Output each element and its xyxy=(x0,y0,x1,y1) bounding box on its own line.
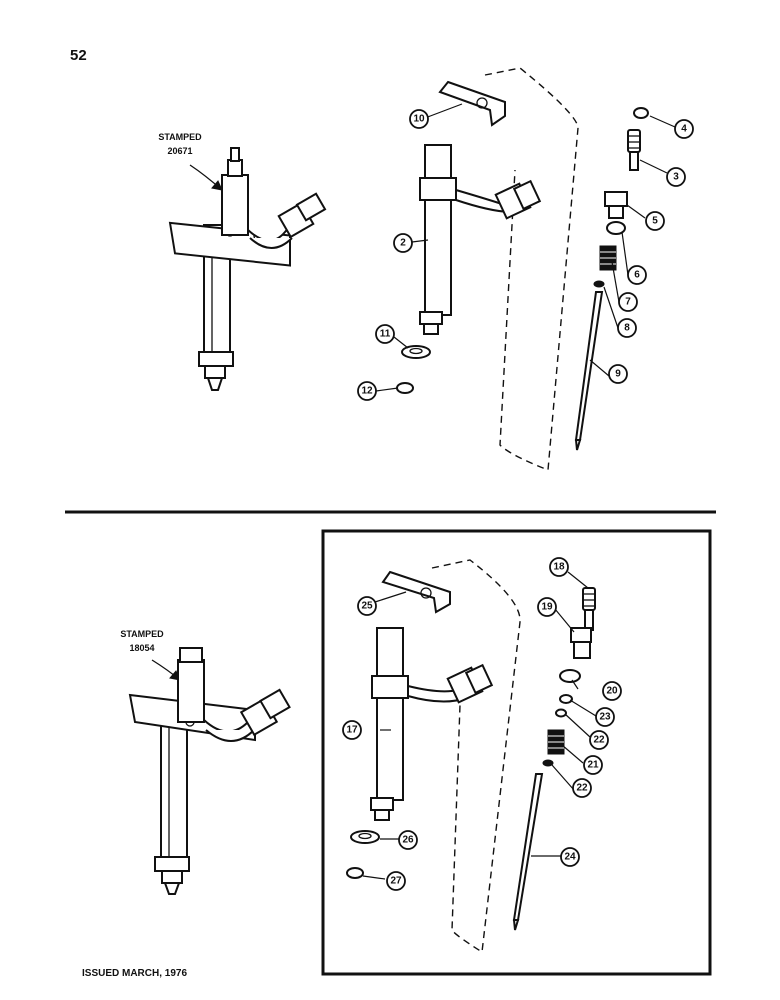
callout-18: 18 xyxy=(549,557,569,577)
part-22-shim-lower xyxy=(542,759,554,767)
part-25-bracket xyxy=(381,570,451,614)
svg-text:20: 20 xyxy=(606,686,618,697)
injector-assembly-bottom xyxy=(128,647,291,895)
svg-text:22: 22 xyxy=(576,783,588,794)
svg-text:25: 25 xyxy=(361,601,373,612)
callout-7: 7 xyxy=(618,292,638,312)
callout-20: 20 xyxy=(602,681,622,701)
part-17-injector-body xyxy=(370,627,494,821)
page-number: 52 xyxy=(70,47,87,64)
part-22-shim xyxy=(555,708,567,718)
svg-text:21: 21 xyxy=(587,760,599,771)
svg-text:19: 19 xyxy=(541,602,553,613)
part-18-spindle xyxy=(582,587,596,631)
part-26-washer xyxy=(350,830,380,844)
part-9-needle xyxy=(574,291,604,451)
top-kit-outline xyxy=(484,67,579,471)
svg-text:7: 7 xyxy=(625,297,631,308)
callout-2: 2 xyxy=(393,233,413,253)
callout-27: 27 xyxy=(386,871,406,891)
svg-text:12: 12 xyxy=(361,386,373,397)
part-21-spring xyxy=(547,729,565,755)
part-10-bracket xyxy=(438,80,506,127)
callout-12: 12 xyxy=(357,381,377,401)
callout-24: 24 xyxy=(560,847,580,867)
svg-text:18: 18 xyxy=(553,562,565,573)
bottom-stamp-label: STAMPED xyxy=(120,629,164,639)
svg-text:8: 8 xyxy=(624,323,630,334)
svg-text:9: 9 xyxy=(615,369,621,380)
issue-date-footer: ISSUED MARCH, 1976 xyxy=(82,968,187,979)
callout-22: 22 xyxy=(589,730,609,750)
callout-8: 8 xyxy=(617,318,637,338)
svg-text:4: 4 xyxy=(681,124,687,135)
part-11-washer xyxy=(401,345,431,359)
svg-text:26: 26 xyxy=(402,835,414,846)
callout-10: 10 xyxy=(409,109,429,129)
part-24-needle xyxy=(512,773,544,931)
svg-text:23: 23 xyxy=(599,712,611,723)
top-section: STAMPED 20671 xyxy=(158,67,694,471)
callout-19: 19 xyxy=(537,597,557,617)
part-6-ring xyxy=(606,221,626,235)
callout-26: 26 xyxy=(398,830,418,850)
callout-25: 25 xyxy=(357,596,377,616)
callout-11: 11 xyxy=(375,324,395,344)
part-23-washer xyxy=(559,694,573,704)
part-4-cap xyxy=(633,107,649,119)
svg-text:6: 6 xyxy=(634,270,640,281)
part-20-ring xyxy=(559,669,581,683)
part-5-nut xyxy=(604,191,628,219)
callout-17: 17 xyxy=(342,720,362,740)
part-3-spindle xyxy=(627,129,641,171)
part-12-seal xyxy=(396,382,414,394)
bottom-stamp-number: 18054 xyxy=(129,643,154,653)
svg-text:11: 11 xyxy=(380,329,391,340)
svg-text:24: 24 xyxy=(564,852,576,863)
callout-21: 21 xyxy=(583,755,603,775)
part-2-injector-body xyxy=(419,144,542,335)
callout-22-lower: 22 xyxy=(572,778,592,798)
top-stamp-label: STAMPED xyxy=(158,132,202,142)
svg-text:27: 27 xyxy=(390,876,402,887)
callout-23: 23 xyxy=(595,707,615,727)
callout-3: 3 xyxy=(666,167,686,187)
part-7-spring xyxy=(599,245,617,271)
svg-text:3: 3 xyxy=(673,172,679,183)
svg-text:2: 2 xyxy=(400,238,406,249)
svg-text:17: 17 xyxy=(346,725,358,736)
part-19-nut xyxy=(570,627,592,659)
part-27-seal xyxy=(346,867,364,879)
callout-4: 4 xyxy=(674,119,694,139)
svg-text:10: 10 xyxy=(413,114,425,125)
callout-6: 6 xyxy=(627,265,647,285)
svg-text:5: 5 xyxy=(652,216,658,227)
bottom-kit-outline xyxy=(431,559,521,954)
part-8-washer xyxy=(593,280,605,288)
callout-9: 9 xyxy=(608,364,628,384)
kit-frame xyxy=(321,529,712,976)
top-stamp-number: 20671 xyxy=(167,146,192,156)
callout-5: 5 xyxy=(645,211,665,231)
bottom-section: STAMPED 18054 xyxy=(120,557,622,954)
svg-text:22: 22 xyxy=(593,735,605,746)
injector-assembly-top xyxy=(168,147,327,391)
